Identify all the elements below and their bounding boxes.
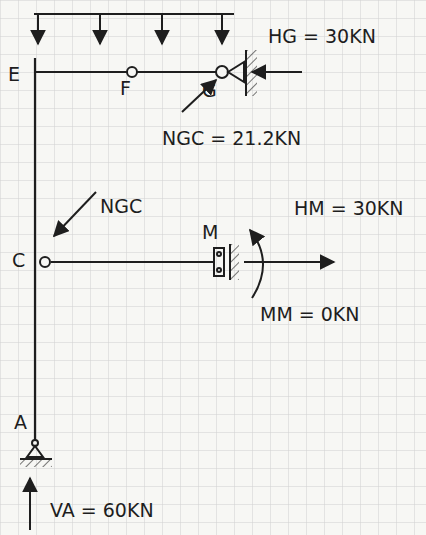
force-va [29, 478, 31, 530]
joint-label: C [10, 250, 27, 272]
joint-label: F [118, 78, 133, 100]
distributed-load [34, 14, 234, 44]
joint-label: A [12, 412, 29, 434]
force-label: MM = 0KN [258, 304, 362, 326]
force-hm [244, 261, 334, 263]
support-a [20, 440, 52, 467]
hinges [40, 66, 228, 267]
force-label: HG = 30KN [266, 26, 378, 48]
force-label: VA = 60KN [48, 500, 156, 522]
force-label: NGC [98, 196, 144, 218]
joint-label: G [200, 80, 219, 102]
force-hg [252, 71, 302, 73]
joint-label: E [6, 64, 22, 86]
force-label: HM = 30KN [292, 198, 406, 220]
moment-mm [250, 230, 263, 298]
joint-label: M [200, 222, 220, 244]
frame-members [35, 58, 216, 440]
force-label: NGC = 21.2KN [160, 128, 303, 150]
support-m [214, 244, 239, 280]
force-ngc-lower [54, 192, 96, 236]
